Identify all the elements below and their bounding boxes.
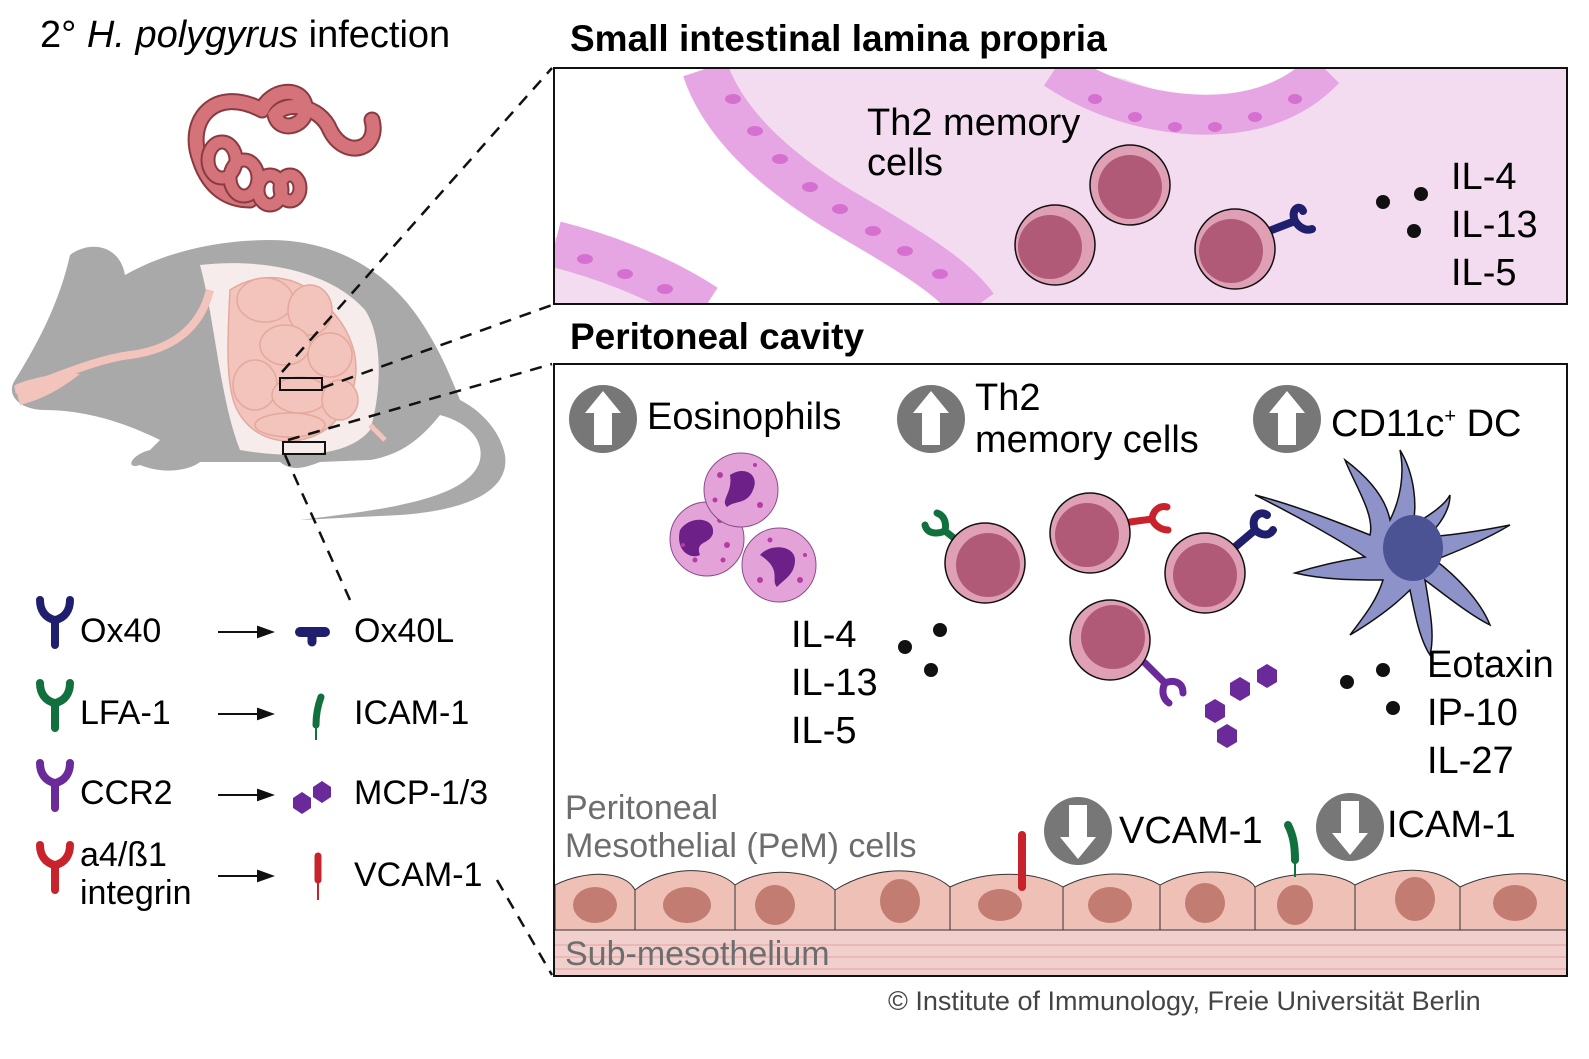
legend-ligand-ox40l: Ox40L — [354, 612, 455, 650]
legend-receptor-a4b1: a4/ß1 integrin — [80, 836, 192, 912]
lamina-propria-panel: Th2 memory cells IL-4 IL-13 IL-5 — [553, 67, 1568, 305]
peritoneal-marker — [282, 441, 326, 455]
chemokine-label: Eotaxin — [1427, 644, 1554, 686]
th2-memory-cell — [1089, 144, 1171, 226]
lamina-propria-illustration — [555, 69, 1428, 303]
legend-receptor-ox40: Ox40 — [80, 612, 162, 650]
submesothelium-layer — [555, 930, 1566, 975]
peritoneal-cavity-title: Peritoneal cavity — [570, 316, 865, 357]
lamina-th2-label-line2: cells — [867, 142, 944, 184]
figure-title: 2° H. polygyrus infection — [40, 16, 450, 54]
intestine-icon — [227, 277, 359, 442]
th2-memory-cell-with-a4b1 — [1049, 492, 1172, 574]
lamina-propria-title: Small intestinal lamina propria — [570, 18, 1107, 59]
lamina-cytokine-list: IL-4 IL-13 IL-5 — [1451, 153, 1538, 297]
worm-icon — [187, 83, 382, 213]
pem-label-line1: Peritoneal — [565, 789, 719, 827]
lamina-th2-label: Th2 memory cells — [867, 103, 1080, 183]
title-suffix: infection — [298, 14, 451, 56]
epithelial-nuclei — [577, 94, 1302, 294]
cd11c-superscript: + — [1444, 405, 1457, 428]
decrease-arrow-icon — [1044, 797, 1112, 865]
title-species: H. polygyrus — [86, 14, 299, 56]
cytokine-label: IL-13 — [1451, 204, 1538, 246]
a4b1-integrin-icon — [1126, 503, 1172, 534]
mcp-chemokine-icons — [1205, 664, 1277, 748]
zoom-connector-lines — [281, 67, 554, 976]
decrease-arrow-icon — [1316, 793, 1384, 861]
vcam1-decrease-label: VCAM-1 — [1119, 810, 1263, 852]
th2-memory-cell-with-ox40 — [1164, 509, 1277, 614]
cytokine-label: IL-5 — [791, 710, 857, 752]
cytokine-label: IL-4 — [1451, 156, 1517, 198]
cd11c-dc-label: CD11c+ DC — [1331, 405, 1521, 443]
mouse-illustration — [11, 240, 506, 520]
mesothelial-nuclei — [573, 877, 1537, 925]
chemokine-label: IP-10 — [1427, 692, 1518, 734]
a4b1-label-line2: integrin — [80, 874, 192, 912]
th2-memory-cell-with-ccr2 — [1069, 599, 1187, 707]
a4b1-label-line1: a4/ß1 — [80, 836, 167, 874]
copyright-notice: © Institute of Immunology, Freie Univers… — [888, 986, 1481, 1016]
eosinophil-cell — [703, 452, 779, 528]
submesothelium-label: Sub-mesothelium — [565, 935, 830, 973]
cd11c-text: CD11c — [1331, 403, 1445, 445]
cytokine-dots — [1376, 187, 1428, 238]
title-prefix: 2° — [40, 14, 87, 56]
cytokine-label: IL-5 — [1451, 252, 1517, 294]
legend-receptor-lfa1: LFA-1 — [80, 694, 171, 732]
lamina-th2-label-line1: Th2 memory — [867, 102, 1081, 144]
chemokine-label: IL-27 — [1427, 740, 1514, 782]
icam1-decrease-label: ICAM-1 — [1387, 804, 1516, 846]
cytokine-label: IL-13 — [791, 662, 878, 704]
eosinophils-label: Eosinophils — [647, 396, 842, 438]
chemokine-list: Eotaxin IP-10 IL-27 — [1427, 641, 1554, 785]
cytokine-dots — [898, 623, 1400, 715]
th2-label-line1: Th2 — [975, 377, 1041, 419]
increase-arrow-icon — [569, 385, 637, 453]
th2-memory-cell — [1014, 204, 1096, 286]
icam1-molecule-icon — [1284, 821, 1299, 864]
legend-ligand-icam1: ICAM-1 — [354, 694, 470, 732]
pem-label-line2: Mesothelial (PeM) cells — [565, 827, 917, 865]
th2-label-line2: memory cells — [975, 419, 1199, 461]
peritoneal-cytokine-list: IL-4 IL-13 IL-5 — [791, 611, 878, 755]
th2-memory-label: Th2 memory cells — [975, 377, 1199, 461]
peritoneal-illustration — [555, 385, 1566, 975]
increase-arrow-icon — [1253, 385, 1321, 453]
ccr2-receptor-icon — [1141, 659, 1187, 707]
legend-ligand-vcam1: VCAM-1 — [354, 856, 483, 894]
dc-text: DC — [1456, 403, 1522, 445]
increase-arrow-icon — [897, 385, 965, 453]
ox40-receptor-icon — [1231, 509, 1277, 551]
dendritic-cell — [1254, 449, 1511, 657]
pem-cells-label: Peritoneal Mesothelial (PeM) cells — [565, 789, 916, 865]
th2-memory-cell-with-lfa1 — [921, 509, 1026, 604]
peritoneal-cavity-panel: Eosinophils Th2 memory cells CD11c+ DC I… — [553, 363, 1568, 977]
lamina-propria-marker — [279, 377, 323, 391]
legend-receptor-ccr2: CCR2 — [80, 774, 173, 812]
th2-memory-cell-with-ox40 — [1194, 203, 1316, 290]
ox40-receptor-icon — [1265, 203, 1316, 235]
legend-ligand-mcp: MCP-1/3 — [354, 774, 489, 812]
eosinophil-cell — [741, 527, 817, 603]
cytokine-label: IL-4 — [791, 614, 857, 656]
